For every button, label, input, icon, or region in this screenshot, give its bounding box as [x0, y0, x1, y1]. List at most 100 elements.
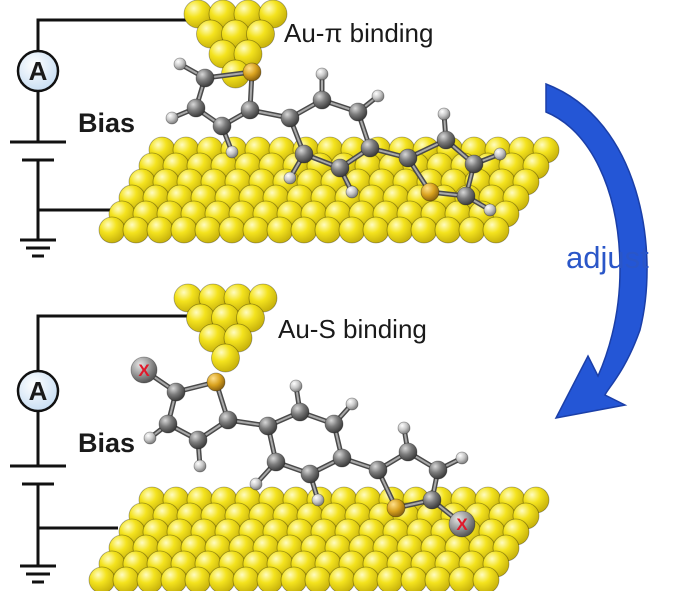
- molecule-bottom: XX: [130, 356, 476, 538]
- carbon-atom: [428, 460, 448, 480]
- gold-atom: [434, 216, 462, 244]
- gold-atom: [211, 343, 240, 373]
- substituent-atom: [448, 510, 476, 538]
- hydrogen-atom: [311, 493, 325, 507]
- adjust-label: adjust: [566, 240, 649, 275]
- carbon-atom: [290, 402, 310, 422]
- ammeter-label: A: [29, 376, 48, 406]
- molecule-top: [165, 57, 507, 217]
- carbon-atom: [348, 102, 368, 122]
- gold-atom: [160, 566, 188, 591]
- bias-label-top: Bias: [78, 108, 135, 138]
- gold-atom: [184, 566, 212, 591]
- gold-atom: [304, 566, 332, 591]
- gold-atom: [256, 566, 284, 591]
- carbon-atom: [158, 414, 178, 434]
- hydrogen-atom: [289, 379, 303, 393]
- ammeter-label: A: [29, 56, 48, 86]
- gold-atom: [146, 216, 174, 244]
- carbon-atom: [294, 144, 314, 164]
- substituent-mark: X: [456, 515, 468, 534]
- hydrogen-atom: [249, 477, 263, 491]
- gold-atom: [400, 566, 428, 591]
- hydrogen-atom: [397, 421, 411, 435]
- gold-atom: [472, 566, 500, 591]
- carbon-atom: [195, 68, 215, 88]
- gold-atom: [338, 216, 366, 244]
- circuit-bottom: [10, 314, 190, 584]
- hydrogen-atom: [193, 459, 207, 473]
- sulfur-atom: [206, 372, 226, 392]
- carbon-atom: [240, 100, 260, 120]
- carbon-atom: [280, 108, 300, 128]
- gold-surface-top: [98, 136, 560, 244]
- carbon-atom: [398, 148, 418, 168]
- gold-atom: [98, 216, 126, 244]
- gold-atom: [266, 216, 294, 244]
- sulfur-atom: [420, 182, 440, 202]
- hydrogen-atom: [345, 397, 359, 411]
- gold-atom: [280, 566, 308, 591]
- gold-atom: [458, 216, 486, 244]
- hydrogen-atom: [455, 451, 469, 465]
- gold-atom: [208, 566, 236, 591]
- gold-surface-bottom: [88, 486, 550, 591]
- hydrogen-atom: [371, 89, 385, 103]
- substituent-atom: [130, 356, 158, 384]
- panel-top: A Bias Au-π binding: [10, 0, 560, 258]
- gold-atom: [376, 566, 404, 591]
- gold-atom: [122, 216, 150, 244]
- gold-atom: [290, 216, 318, 244]
- hydrogen-atom: [225, 145, 239, 159]
- gold-atom: [424, 566, 452, 591]
- hydrogen-atom: [173, 57, 187, 71]
- carbon-atom: [188, 430, 208, 450]
- gold-atom: [482, 216, 510, 244]
- circuit-top: [10, 18, 190, 258]
- gold-atom: [362, 216, 390, 244]
- sulfur-atom: [242, 62, 262, 82]
- carbon-atom: [218, 410, 238, 430]
- hydrogen-atom: [283, 171, 297, 185]
- gold-atom: [314, 216, 342, 244]
- hydrogen-atom: [345, 185, 359, 199]
- carbon-atom: [436, 130, 456, 150]
- gold-atom: [352, 566, 380, 591]
- carbon-atom: [456, 186, 476, 206]
- substituent-mark: X: [138, 361, 150, 380]
- gold-atom: [328, 566, 356, 591]
- carbon-atom: [266, 452, 286, 472]
- carbon-atom: [300, 464, 320, 484]
- carbon-atom: [332, 448, 352, 468]
- gold-atom: [242, 216, 270, 244]
- hydrogen-atom: [143, 431, 157, 445]
- sulfur-atom: [386, 498, 406, 518]
- gold-atom: [386, 216, 414, 244]
- gold-atom: [136, 566, 164, 591]
- gold-atom: [218, 216, 246, 244]
- carbon-atom: [368, 460, 388, 480]
- carbon-atom: [360, 138, 380, 158]
- gold-atom: [410, 216, 438, 244]
- gold-atom: [170, 216, 198, 244]
- gold-atom: [194, 216, 222, 244]
- gold-atom: [112, 566, 140, 591]
- gold-atom: [88, 566, 116, 591]
- carbon-atom: [330, 158, 350, 178]
- gold-atom: [448, 566, 476, 591]
- hydrogen-atom: [315, 67, 329, 81]
- carbon-atom: [324, 414, 344, 434]
- binding-label-bottom: Au-S binding: [278, 314, 427, 344]
- carbon-atom: [186, 98, 206, 118]
- carbon-atom: [398, 442, 418, 462]
- hydrogen-atom: [165, 111, 179, 125]
- gold-tip-bottom: [173, 283, 278, 373]
- carbon-atom: [258, 416, 278, 436]
- bias-label-bottom: Bias: [78, 428, 135, 458]
- ammeter-bottom: A: [16, 369, 60, 413]
- carbon-atom: [312, 90, 332, 110]
- carbon-atom: [212, 116, 232, 136]
- binding-label-top: Au-π binding: [284, 18, 433, 48]
